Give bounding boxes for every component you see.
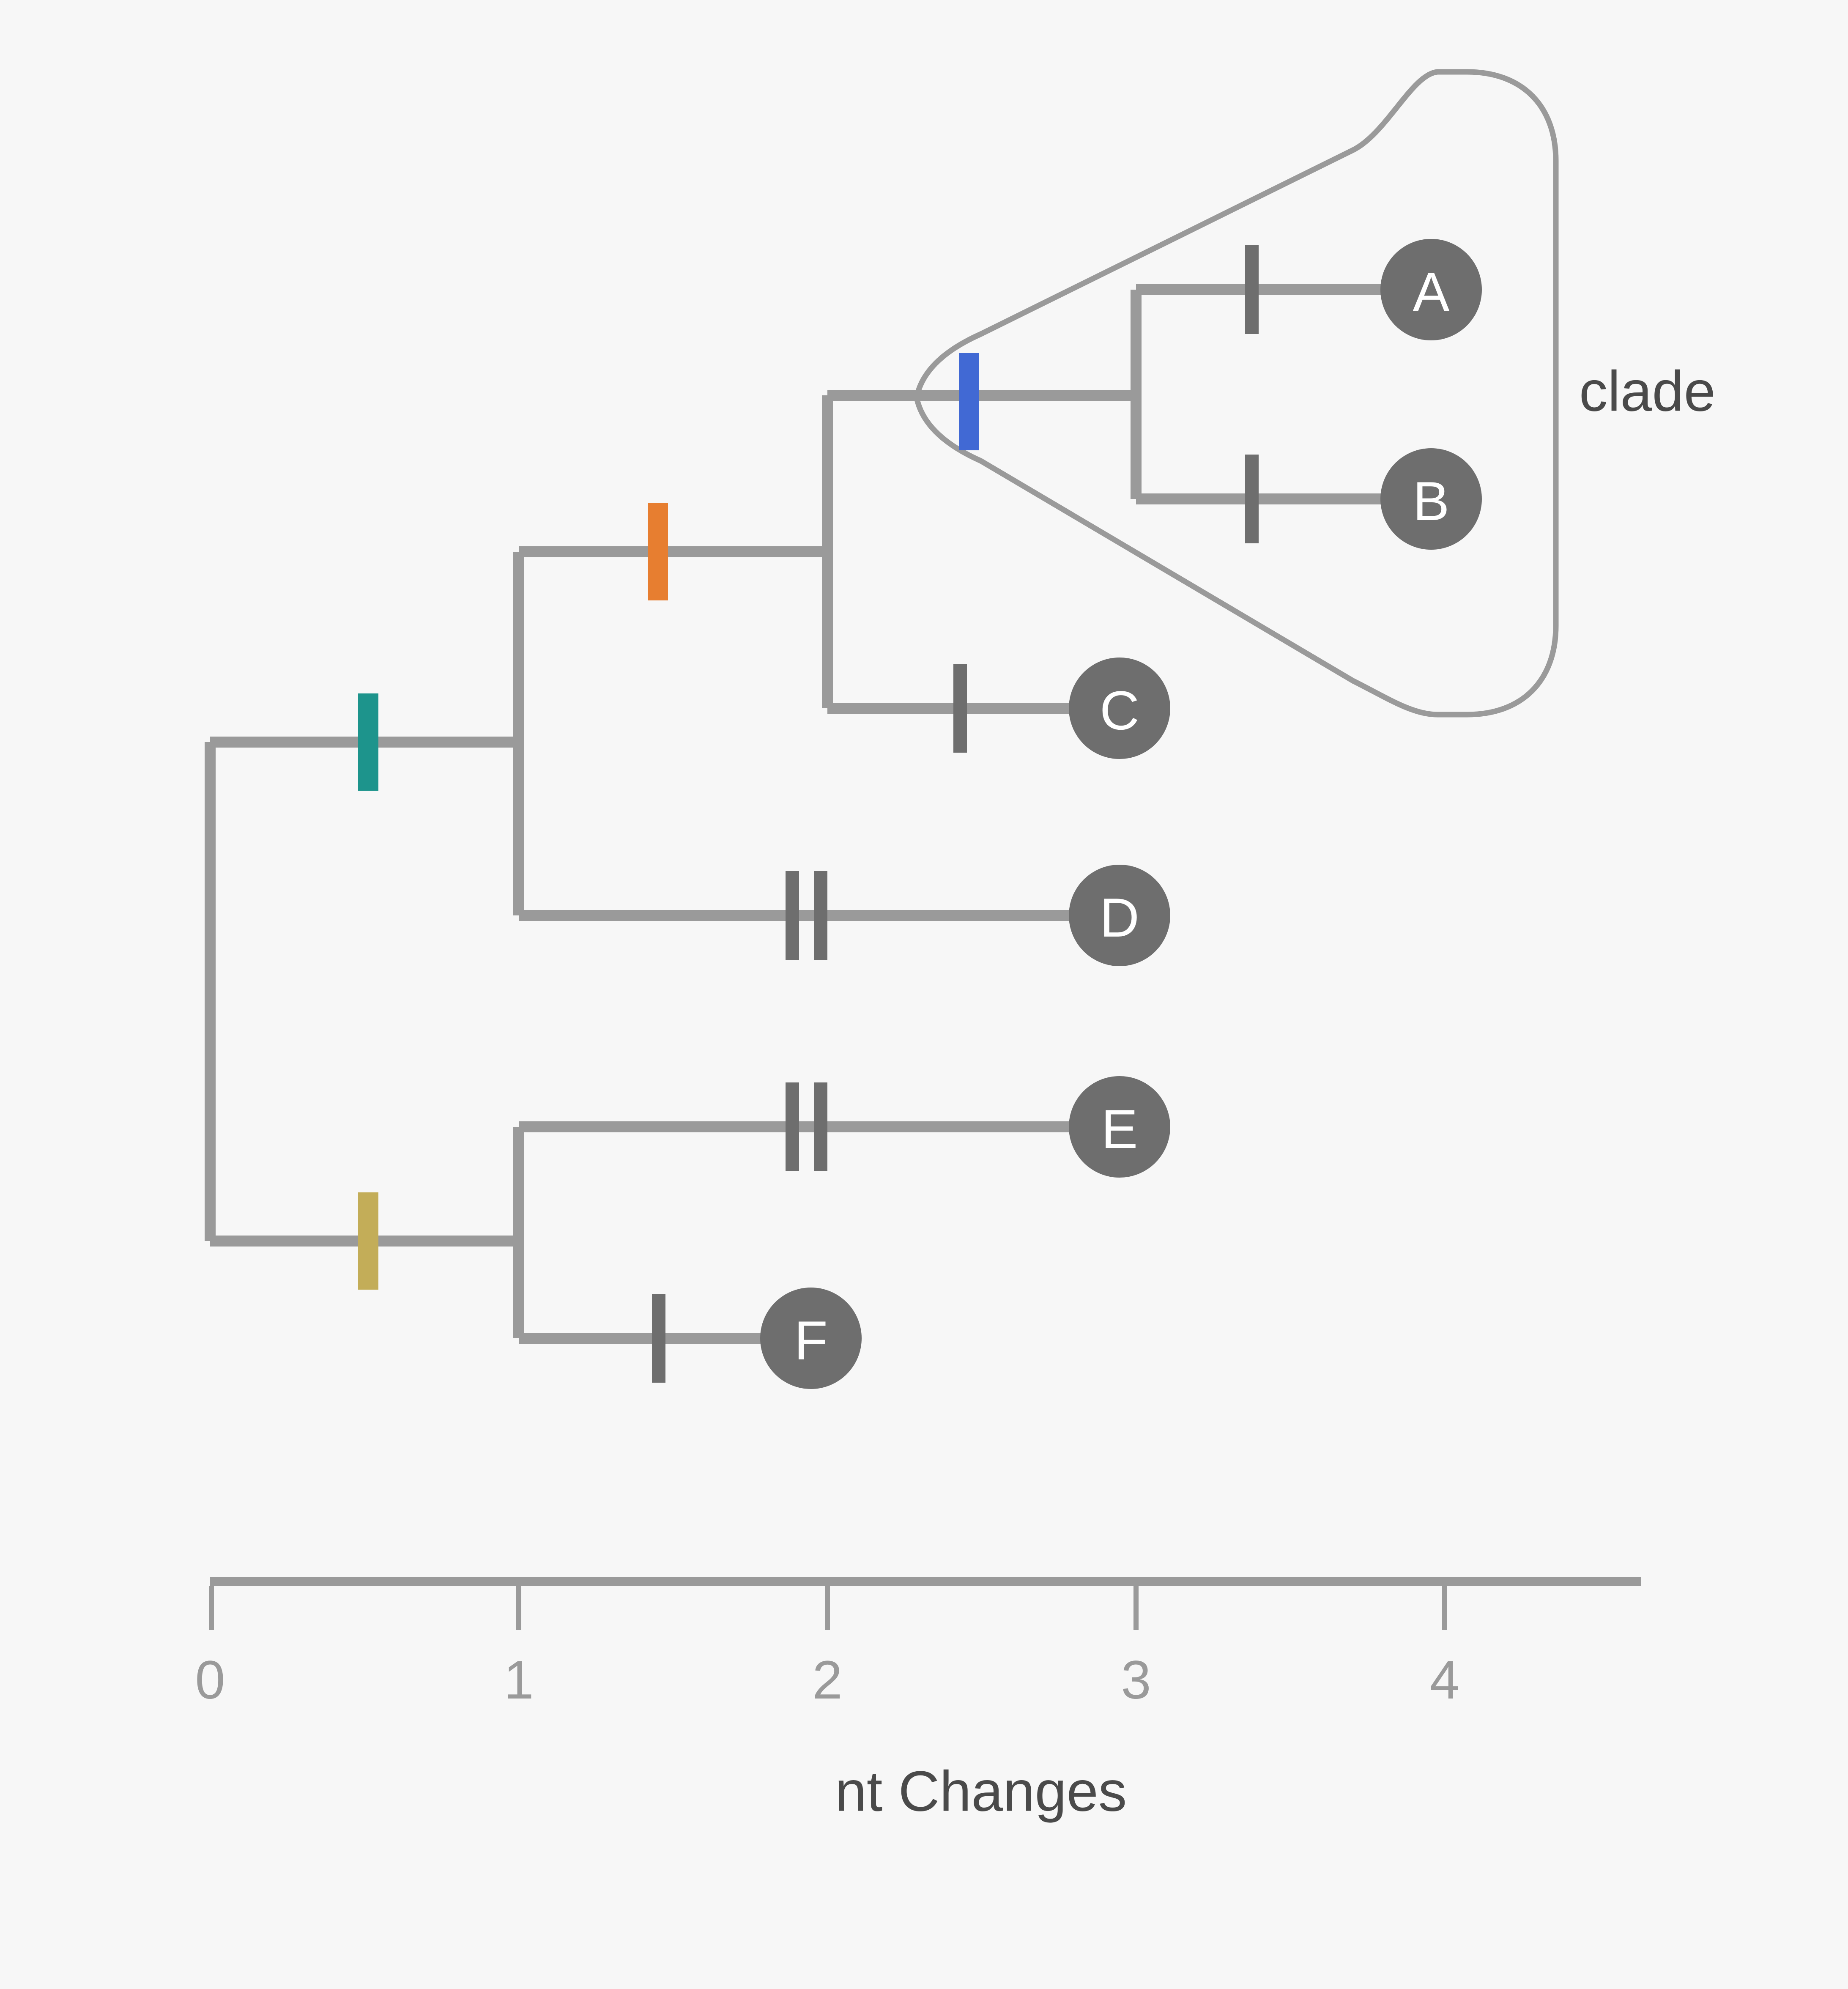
x-axis-tick-label-4: 4: [1429, 1650, 1459, 1710]
tip-circle-F[interactable]: [760, 1288, 862, 1389]
clade-outline-shape: [914, 69, 1559, 718]
tip-circle-B[interactable]: [1380, 448, 1482, 550]
mutation-markers-colored: [358, 353, 979, 1290]
tip-circle-C[interactable]: [1069, 658, 1170, 759]
tip-node-E[interactable]: E: [1069, 1076, 1170, 1178]
x-axis-tick-label-3: 3: [1121, 1650, 1151, 1710]
teal-mutation-marker[interactable]: [358, 693, 378, 791]
tip-circle-D[interactable]: [1069, 865, 1170, 966]
tip-node-C[interactable]: C: [1069, 658, 1170, 759]
tip-label-F: F: [794, 1310, 827, 1371]
clade-outline-group: [914, 69, 1559, 718]
tip-node-B[interactable]: B: [1380, 448, 1482, 550]
blue-mutation-marker[interactable]: [959, 353, 979, 450]
orange-mutation-marker[interactable]: [648, 503, 668, 600]
mutation-tick-F-1: [652, 1294, 665, 1383]
tip-node-D[interactable]: D: [1069, 865, 1170, 966]
mutation-tick-A-1: [1245, 245, 1259, 334]
mutation-tick-C-1: [953, 664, 967, 753]
mutation-tick-B-1: [1245, 455, 1259, 543]
clade-label: clade: [1579, 359, 1716, 423]
mutation-tick-D-1: [786, 871, 799, 960]
mutation-ticks-gray: [652, 245, 1259, 1383]
x-axis-tick-label-2: 2: [812, 1650, 842, 1710]
mutation-tick-E-2: [814, 1082, 827, 1171]
tip-circle-A[interactable]: [1380, 239, 1482, 340]
tip-node-A[interactable]: A: [1380, 239, 1482, 340]
tip-node-F[interactable]: F: [760, 1288, 862, 1389]
mutation-tick-E-1: [786, 1082, 799, 1171]
gold-mutation-marker[interactable]: [358, 1192, 378, 1290]
tip-nodes: A B C D E F: [760, 239, 1482, 1389]
tip-label-B: B: [1413, 470, 1450, 532]
tip-label-C: C: [1100, 679, 1139, 741]
x-axis-tick-label-1: 1: [504, 1650, 534, 1710]
tip-circle-E[interactable]: [1069, 1076, 1170, 1178]
tip-label-D: D: [1100, 887, 1139, 948]
tip-label-E: E: [1101, 1098, 1138, 1160]
tip-label-A: A: [1413, 261, 1450, 323]
x-axis: 0 1 2 3 4 nt Changes: [195, 1577, 1641, 1823]
mutation-tick-D-2: [814, 871, 827, 960]
x-axis-title: nt Changes: [835, 1759, 1127, 1823]
x-axis-tick-label-0: 0: [195, 1650, 225, 1710]
tree-branches: [205, 284, 1425, 1344]
